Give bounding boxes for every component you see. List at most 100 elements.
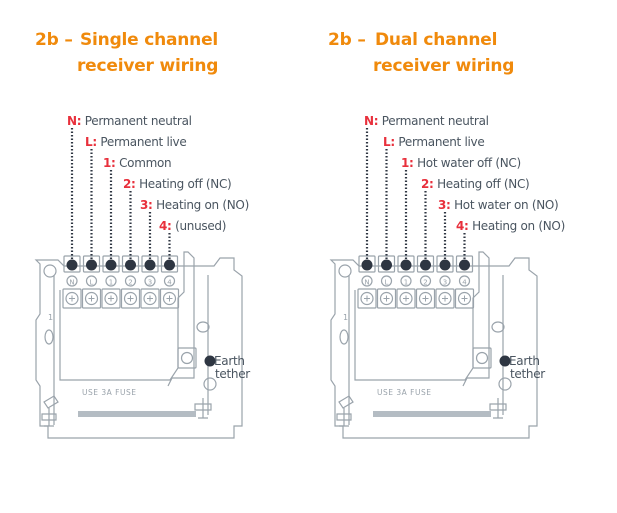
screw-cross [442,295,448,302]
screw-cross [403,295,409,302]
screw-cross [364,295,370,302]
terminal-screw [379,291,394,306]
terminal-screw-block [396,288,416,309]
mount-screw [498,377,512,391]
terminal-slot [455,255,474,273]
foot-tab [43,395,59,409]
terminal-glyph-ring [144,275,156,287]
terminal-slot [436,255,454,273]
terminal-glyph-ring [85,275,98,287]
terminal-glyph-ring [124,275,137,287]
terminal-label-4: 4: (unused) [159,219,227,233]
screw-cross [127,295,134,302]
terminal-slot [358,255,376,273]
inner-recess [354,251,490,387]
terminal-glyph-ring [361,275,373,287]
terminal-screw [162,291,177,306]
terminal-screw [457,291,472,306]
wire-dot [66,259,78,271]
terminal-glyph-ring [439,275,451,287]
backplate-outline [329,251,538,439]
earth-terminal-block [472,347,492,369]
terminal-screw-block [140,288,160,309]
mount-screw [43,264,57,278]
terminal-label-1: 1: Common [103,156,172,170]
fuse-label: USE 3A FUSE [82,388,136,397]
terminal-slot [102,255,120,273]
terminal-glyph: 2 [423,279,427,287]
terminal-slot [377,255,396,273]
wire-dot [420,259,431,271]
terminal-label-l: L: Permanent live [383,135,485,149]
terminal-label-3: 3: Heating on (NO) [140,198,249,212]
terminal-screw-block [81,288,102,309]
side-mark: 1 [343,313,348,322]
plate-rail [53,275,209,425]
mount-screw [203,377,217,391]
terminal-screw-block [435,288,455,309]
fuse-label: USE 3A FUSE [377,388,431,397]
terminal-screw [104,291,118,306]
title-line-2: receiver wiring [77,56,219,76]
terminal-glyph: N [364,279,369,287]
terminal-screw [399,291,413,306]
terminal-glyph: 3 [443,279,447,287]
foot-tab [338,395,354,409]
mount-slot [196,321,210,333]
earth-screw [475,351,489,365]
terminal-label-3: 3: Hot water on (NO) [438,198,559,212]
earth-tether-label: Earth tether [509,354,545,381]
screw-cross [147,295,153,302]
wire-dot [105,259,117,271]
terminal-slot [63,255,81,273]
wire-dot [125,259,136,271]
terminal-label-n: N: Permanent neutral [364,114,489,128]
wire-dot [86,259,97,271]
terminal-screw [84,291,99,306]
terminal-screw-block [101,288,121,309]
title-prefix: 2b – [35,30,73,50]
wire-dot [459,259,470,271]
terminal-label-4: 4: Heating on (NO) [456,219,565,233]
foot-screw [489,398,507,419]
terminal-screw [418,291,433,306]
title-line-2: receiver wiring [373,56,515,76]
terminal-screw-block [120,288,141,309]
terminal-screw [143,291,157,306]
terminal-slot [82,255,101,273]
bottom-bar [373,411,491,417]
plate-outline [34,257,243,439]
terminal-slot [416,255,435,273]
terminal-glyph: 2 [128,279,132,287]
plate-outline [329,257,538,439]
screw-cross [69,295,75,302]
terminal-slot [121,255,140,273]
terminal-label-2: 2: Heating off (NC) [123,177,232,191]
terminal-glyph: L [90,279,94,287]
terminal-label-2: 2: Heating off (NC) [421,177,530,191]
screw-cross [422,295,429,302]
backplate-outline [34,251,243,439]
earth-dot [204,355,216,367]
terminal-glyph-ring [400,275,412,287]
plate-rail [348,275,504,425]
terminal-glyph-ring [66,275,78,287]
wire-dot [361,259,373,271]
terminal-glyph-ring [380,275,393,287]
terminal-screw [65,291,79,306]
mount-slot [491,321,505,333]
terminal-screw-block [454,288,475,309]
terminal-glyph: 4 [462,279,467,287]
wire-dot [439,259,451,271]
terminal-glyph: L [385,279,389,287]
mount-slot [44,329,54,345]
terminal-screw [123,291,138,306]
terminal-glyph-ring [458,275,471,287]
screw-cross [88,295,95,302]
terminal-glyph-ring [105,275,117,287]
terminal-glyph-ring [163,275,176,287]
terminal-screw-block [159,288,180,309]
wire-dot [400,259,412,271]
mount-screw [338,264,352,278]
